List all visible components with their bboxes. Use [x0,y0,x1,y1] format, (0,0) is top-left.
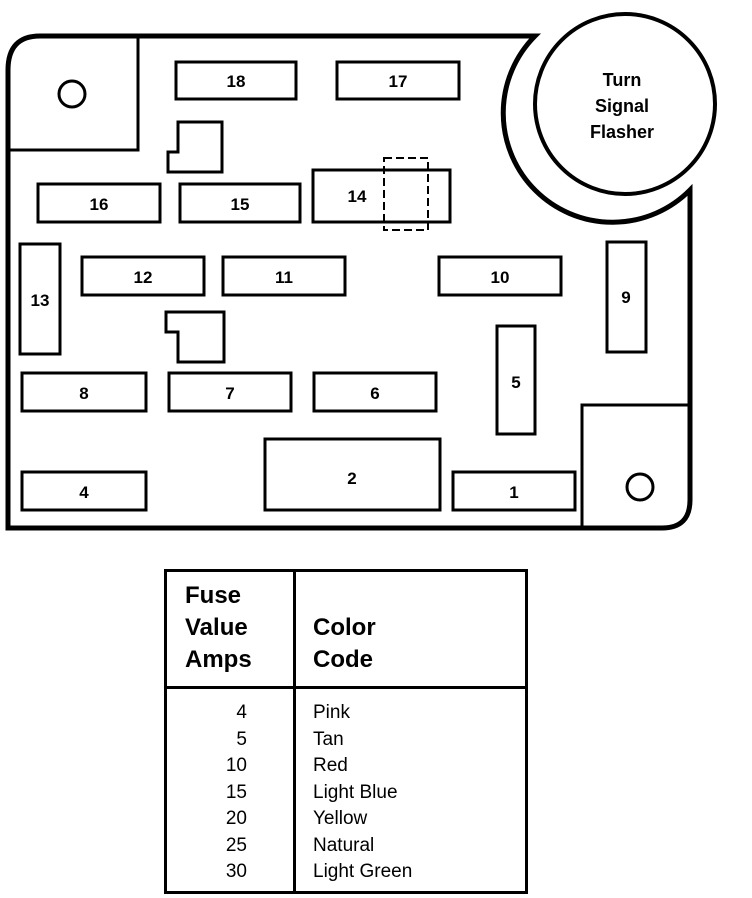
mount-corner-bottom-right [580,403,690,528]
legend-amps-cell: 15 [225,781,247,803]
fuse-17 [335,60,461,101]
fuse-10 [437,255,563,297]
fuse-label-17: 17 [389,72,408,91]
fuse-color-legend-table: Fuse Value Amps Color Code 4 5 10 15 20 … [164,569,528,894]
legend-color-column: Pink Tan Red Light Blue Yellow Natural L… [313,700,412,886]
legend-header-fuse-value-amps: Fuse Value Amps [185,580,252,676]
flasher-label-line2: Signal [595,96,649,116]
legend-color-cell: Light Blue [313,781,398,803]
fuse-15 [178,182,302,224]
flasher-label-line1: Turn [603,70,642,90]
turn-signal-flasher [533,12,717,196]
legend-amps-cell: 25 [225,834,247,856]
legend-amps-cell: 5 [236,728,247,750]
fuse-16 [36,182,162,224]
mount-hole-bottom-right [625,472,655,502]
legend-header-divider [167,686,525,689]
fuse-label-8: 8 [79,384,88,403]
fuse-7 [167,371,293,413]
legend-header-fuse-line1: Fuse [185,582,242,609]
fuse-12 [80,255,206,297]
fuse-8 [20,371,148,413]
fuse-label-4: 4 [79,483,89,502]
fuse-label-16: 16 [90,195,109,214]
fuse-label-2: 2 [347,469,356,488]
fuse-label-15: 15 [231,195,250,214]
fuse-label-5: 5 [511,373,520,392]
fuse-label-18: 18 [227,72,246,91]
legend-header-fuse-line3: Amps [185,646,252,673]
fuse-label-7: 7 [225,384,234,403]
legend-amps-cell: 10 [225,755,247,776]
mount-corner-top-left [8,36,140,152]
legend-color-cell: Pink [313,702,350,723]
fuse-label-12: 12 [134,268,153,287]
flasher-label-line3: Flasher [590,122,654,142]
fuse-label-13: 13 [31,291,50,310]
fuse-label-9: 9 [621,288,630,307]
connector-outline-upper [166,120,224,174]
fuse-6 [312,371,438,413]
fuse-14 [311,168,452,224]
legend-amps-cell: 30 [225,861,247,882]
legend-header-color-line1: Color [313,614,376,641]
legend-amps-cell: 20 [225,808,247,829]
legend-color-cell: Natural [313,834,375,856]
connector-outline-lower [164,310,226,364]
fuse-panel-outline [5,33,693,531]
fuse-label-1: 1 [509,483,518,502]
legend-amps-column: 4 5 10 15 20 25 30 [187,700,247,886]
fuse-label-11: 11 [275,268,293,287]
fuse-4 [20,470,148,512]
legend-color-cell: Light Green [313,861,413,882]
fuse-2 [263,437,442,512]
fuse-1 [451,470,577,512]
legend-amps-cell: 4 [236,702,247,723]
fuse-11 [221,255,347,297]
fuse-label-10: 10 [491,268,510,287]
legend-color-cell: Red [313,755,348,776]
fuse-5 [495,324,537,436]
fuse-label-14: 14 [348,187,367,206]
fuse-14-overlay [383,157,429,231]
fuse-9 [605,240,648,354]
legend-color-cell: Tan [313,728,344,750]
fuse-18 [174,60,298,101]
fuse-panel-diagram: Turn Signal Flasher 18 17 16 15 14 13 12… [5,12,717,531]
legend-header-color-line2: Code [313,646,373,673]
fuse-13 [18,242,62,356]
mount-hole-top-left [57,79,87,109]
fuse-label-6: 6 [370,384,379,403]
legend-color-cell: Yellow [313,808,368,829]
legend-header-fuse-line2: Value [185,614,248,641]
legend-column-divider [293,572,296,891]
legend-header-color-code: Color Code [313,612,376,676]
